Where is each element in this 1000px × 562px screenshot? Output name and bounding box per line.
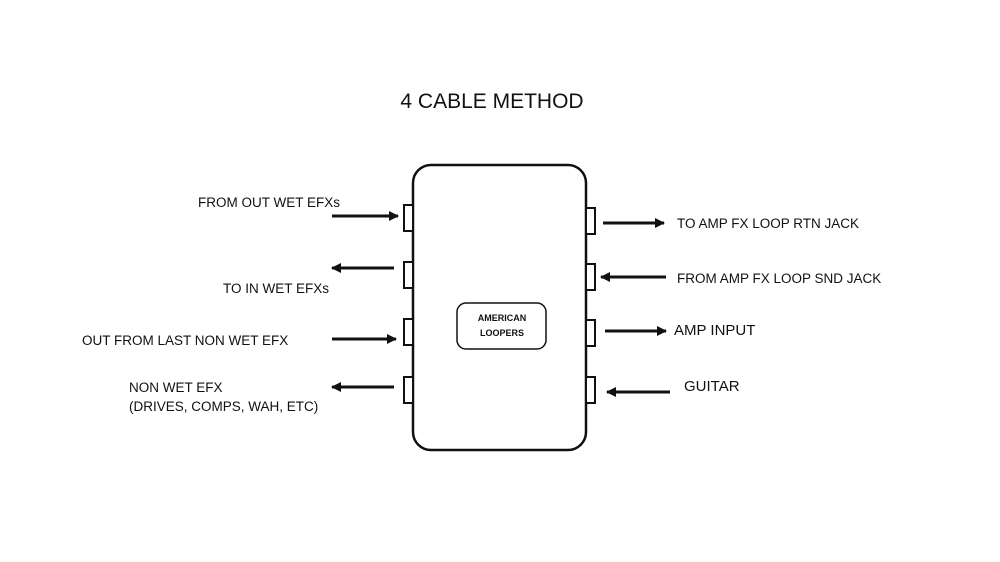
left-jack-1 [403, 204, 414, 232]
logo-line-1: AMERICAN [478, 313, 527, 323]
label-from-out-wet-efx: FROM OUT WET EFXs [198, 195, 340, 210]
label-non-wet-efx: NON WET EFX [129, 380, 223, 395]
left-jack-2 [403, 261, 414, 289]
label-from-amp-fx-loop-snd: FROM AMP FX LOOP SND JACK [677, 271, 881, 286]
label-to-amp-fx-loop-rtn: TO AMP FX LOOP RTN JACK [677, 216, 859, 231]
right-jack-2 [585, 263, 596, 291]
diagram-title: 4 CABLE METHOD [400, 90, 583, 113]
logo-line-2: LOOPERS [480, 328, 524, 338]
right-jack-3 [585, 319, 596, 347]
label-out-from-last-non-wet-efx: OUT FROM LAST NON WET EFX [82, 333, 288, 348]
left-jack-4 [403, 376, 414, 404]
label-guitar: GUITAR [684, 378, 740, 395]
left-jack-3 [403, 318, 414, 346]
right-jack-1 [585, 207, 596, 235]
american-loopers-logo: AMERICAN LOOPERS [456, 302, 547, 350]
label-amp-input: AMP INPUT [674, 322, 755, 339]
right-jack-4 [585, 376, 596, 404]
label-to-in-wet-efx: TO IN WET EFXs [223, 281, 329, 296]
label-non-wet-efx-examples: (DRIVES, COMPS, WAH, ETC) [129, 399, 318, 414]
